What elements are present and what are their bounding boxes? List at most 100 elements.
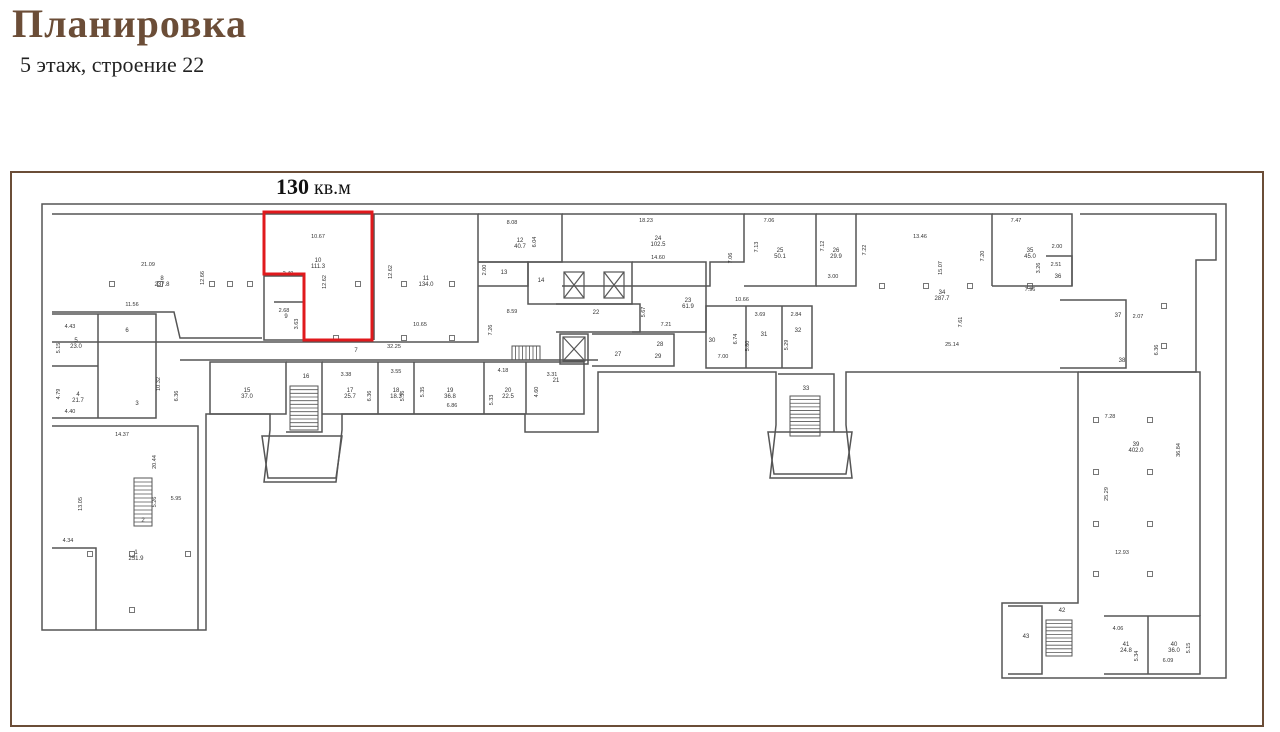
dimension-label: 7.13 xyxy=(754,242,760,253)
dimension-label: 5.34 xyxy=(1134,651,1140,662)
structural-column xyxy=(87,551,93,557)
dimension-label: 5.33 xyxy=(489,395,495,406)
dimension-label: 25.14 xyxy=(945,342,959,348)
room-area-12: 40.7 xyxy=(514,244,526,250)
wall-room-26 xyxy=(816,213,857,287)
dimension-label: 5.29 xyxy=(784,340,790,351)
room-area-11: 134.0 xyxy=(418,282,434,288)
dimension-label: 6.86 xyxy=(447,403,458,409)
room-number-4: 4 xyxy=(76,392,80,398)
dimension-label: 2.07 xyxy=(1133,314,1144,320)
room-number-15: 15 xyxy=(244,388,251,394)
dimension-label: 12.62 xyxy=(322,275,328,289)
room-number-39: 39 xyxy=(1133,442,1140,448)
dimension-label: 14.60 xyxy=(651,255,665,261)
elevator-1 xyxy=(563,271,585,299)
room-number-34: 34 xyxy=(939,290,946,296)
room-area-1: 251.9 xyxy=(128,556,144,562)
dimension-label: 3.63 xyxy=(294,319,300,330)
dimension-label: 6.36 xyxy=(174,391,180,402)
room-area-34: 287.7 xyxy=(934,296,950,302)
dimension-label: 7.06 xyxy=(728,253,734,264)
room-number-5: 5 xyxy=(74,338,78,344)
dimension-label: 5.67 xyxy=(641,307,647,318)
room-number-26: 26 xyxy=(833,248,840,254)
elevators xyxy=(562,271,625,362)
stair-33-steps xyxy=(789,395,821,437)
dimension-label: 3.69 xyxy=(755,312,766,318)
dimension-label: 4.40 xyxy=(65,409,76,415)
room-number-36: 36 xyxy=(1055,274,1062,280)
dimension-label: 3.55 xyxy=(391,369,402,375)
room-number-37: 37 xyxy=(1115,313,1122,319)
structural-column xyxy=(1147,521,1153,527)
wall-room-1-left-notch xyxy=(52,547,97,630)
wall-room-43 xyxy=(1008,605,1043,675)
dimension-label: 4.43 xyxy=(65,324,76,330)
room-number-24: 24 xyxy=(655,236,662,242)
elevator-1-cross-b xyxy=(563,271,585,299)
structural-column xyxy=(209,281,215,287)
highlight-area-unit: кв.м xyxy=(314,177,351,199)
wall-rooms-17-21 xyxy=(322,361,585,415)
room-number-43: 43 xyxy=(1023,634,1030,640)
dimension-label: 6.04 xyxy=(532,237,538,248)
room-number-10: 10 xyxy=(315,258,322,264)
dimension-label: 2.00 xyxy=(482,265,488,276)
dimension-label: 36.84 xyxy=(1176,443,1182,457)
dimension-label: 5.35 xyxy=(420,387,426,398)
room-number-33: 33 xyxy=(803,386,810,392)
structural-column xyxy=(1161,303,1167,309)
dimension-label: 7.47 xyxy=(1011,218,1022,224)
wall-room-36 xyxy=(1046,255,1073,286)
dimension-label: 11.56 xyxy=(125,302,138,308)
room-area-15: 37.0 xyxy=(241,394,253,400)
room-number-8: 8 xyxy=(160,276,164,282)
structural-column xyxy=(1093,417,1099,423)
room-number-30: 30 xyxy=(709,338,716,344)
wall-lift xyxy=(559,333,589,365)
stair-lines xyxy=(134,346,1072,653)
room-area-18: 18.3 xyxy=(390,394,402,400)
dimension-label: 7.12 xyxy=(820,241,826,252)
room-number-32: 32 xyxy=(795,328,802,334)
dimension-label: 5.15 xyxy=(56,343,62,354)
wall-wc-block xyxy=(592,333,675,367)
dimension-label: 5.95 xyxy=(171,496,182,502)
room-area-25: 50.1 xyxy=(774,254,786,260)
wall-room-8-bottom xyxy=(52,311,262,339)
structural-column xyxy=(1147,571,1153,577)
room-number-41: 41 xyxy=(1123,642,1130,648)
room-number-17: 17 xyxy=(347,388,354,394)
dimension-label: 8.08 xyxy=(507,220,518,226)
structural-column xyxy=(185,551,191,557)
room-number-2: 2 xyxy=(141,518,145,524)
wall-bottom-right-rooms xyxy=(1104,615,1201,675)
dimension-label: 3.38 xyxy=(341,372,352,378)
structural-column xyxy=(923,283,929,289)
dimension-label: 4.60 xyxy=(534,387,540,398)
dimension-label: 10.66 xyxy=(735,297,749,303)
dimension-label: 7.28 xyxy=(1105,414,1116,420)
columns xyxy=(87,281,1167,613)
room-number-11: 11 xyxy=(423,276,430,282)
dimension-label: 12.93 xyxy=(1115,550,1129,556)
dimension-label: 13.05 xyxy=(78,497,84,511)
wall-stair-33 xyxy=(767,431,853,475)
structural-column xyxy=(129,607,135,613)
room-number-21: 21 xyxy=(553,378,560,384)
dimension-label: 6.74 xyxy=(733,334,739,345)
room-number-6: 6 xyxy=(125,328,129,334)
elevator-2-cross-b xyxy=(603,271,625,299)
dimension-label: 15.07 xyxy=(938,261,944,275)
structural-column xyxy=(355,281,361,287)
dimension-label: 25.29 xyxy=(1104,487,1110,501)
room-number-38: 38 xyxy=(1119,358,1126,364)
floor-plan-walls xyxy=(41,203,1227,679)
wall-room-1 xyxy=(52,425,199,630)
dimension-label: 2.51 xyxy=(1051,262,1062,268)
room-area-41: 24.8 xyxy=(1120,648,1132,654)
structural-column xyxy=(1093,469,1099,475)
highlight-area-value: 130 xyxy=(276,174,309,199)
room-number-1: 1 xyxy=(134,550,138,556)
